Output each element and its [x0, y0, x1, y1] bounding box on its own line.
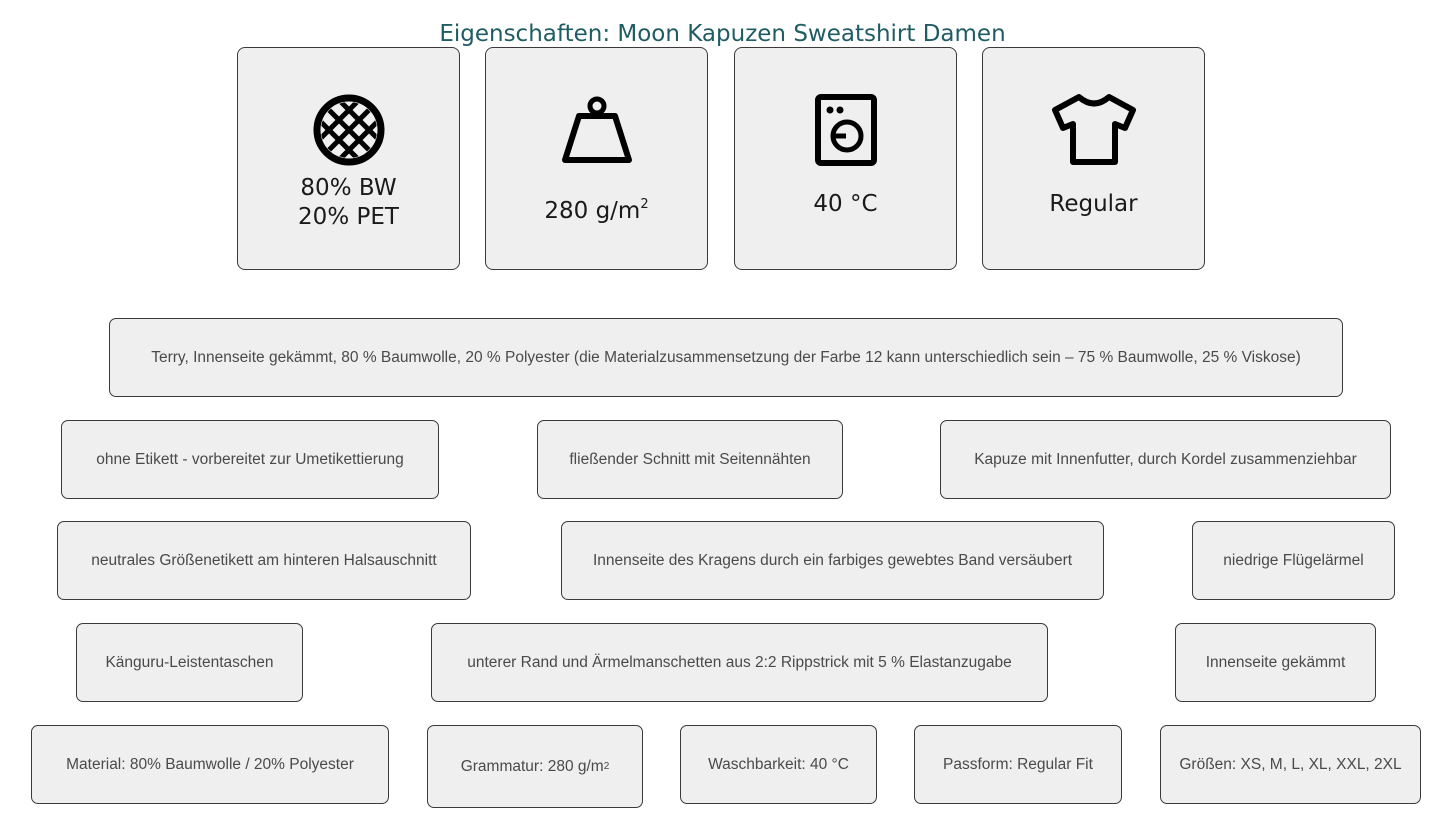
- washing-machine-icon: [808, 92, 884, 168]
- summary-sizes: Größen: XS, M, L, XL, XXL, 2XL: [1160, 725, 1421, 804]
- summary-material: Material: 80% Baumwolle / 20% Polyester: [31, 725, 389, 804]
- feature-hood: Kapuze mit Innenfutter, durch Kordel zus…: [940, 420, 1391, 499]
- feature-collar-band: Innenseite des Kragens durch ein farbige…: [561, 521, 1104, 600]
- summary-washability: Waschbarkeit: 40 °C: [680, 725, 877, 804]
- feature-pockets: Känguru-Leistentaschen: [76, 623, 303, 702]
- t-shirt-icon: [1051, 92, 1136, 168]
- material-card: 80% BW 20% PET: [237, 47, 460, 270]
- material-line-1: 80% BW: [300, 175, 397, 201]
- feature-flowing-cut: fließender Schnitt mit Seitennähten: [537, 420, 843, 499]
- summary-fit: Passform: Regular Fit: [914, 725, 1122, 804]
- material-line-2: 20% PET: [298, 204, 399, 230]
- washing-card: 40 °C: [734, 47, 957, 270]
- feature-no-label: ohne Etikett - vorbereitet zur Umetikett…: [61, 420, 439, 499]
- feature-brushed-inside: Innenseite gekämmt: [1175, 623, 1376, 702]
- fabric-mesh-icon: [311, 92, 387, 168]
- weight-value: 280 g/m2: [544, 197, 649, 224]
- material-description: Terry, Innenseite gekämmt, 80 % Baumwoll…: [109, 318, 1343, 397]
- weight-icon: [559, 92, 635, 168]
- feature-sleeves: niedrige Flügelärmel: [1192, 521, 1395, 600]
- feature-rib-knit: unterer Rand und Ärmelmanschetten aus 2:…: [431, 623, 1048, 702]
- page-title: Eigenschaften: Moon Kapuzen Sweatshirt D…: [439, 21, 1006, 48]
- weight-card: 280 g/m2: [485, 47, 708, 270]
- wash-temperature: 40 °C: [813, 191, 878, 217]
- fit-card: Regular: [982, 47, 1205, 270]
- feature-size-label: neutrales Größenetikett am hinteren Hals…: [57, 521, 471, 600]
- fit-value: Regular: [1049, 191, 1138, 217]
